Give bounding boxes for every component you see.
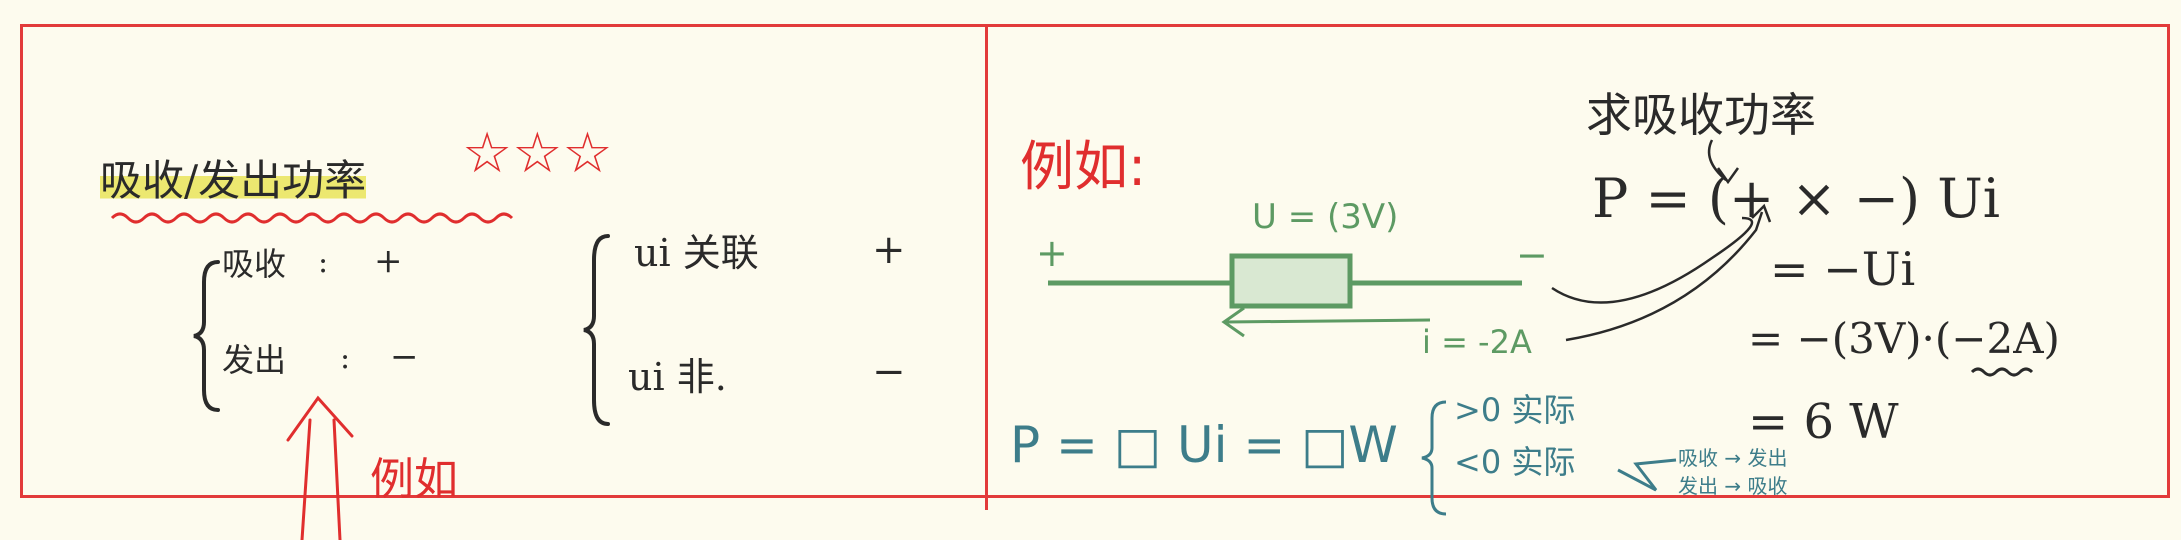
assoc-sign: +	[872, 227, 906, 273]
neg-current-underline	[1970, 367, 2034, 377]
plus-terminal: +	[1036, 231, 1068, 275]
question-label: 求吸收功率	[1586, 88, 1816, 142]
absorb-sign: +	[374, 241, 403, 281]
emit-colon: :	[340, 341, 351, 376]
power-formula: P = □ Ui = □W	[1010, 416, 1398, 474]
mapping-line-2: 发出 → 吸收	[1678, 474, 1788, 498]
nonassoc-label: ui 非.	[628, 355, 727, 399]
mapping-arrow	[1617, 458, 1677, 492]
voltage-label: U = (3V)	[1252, 197, 1399, 237]
left-example-label: 例如	[370, 454, 458, 505]
current-arrow	[1221, 306, 1431, 338]
question-arrow	[1707, 139, 1740, 185]
brace-sign-cases	[1421, 400, 1447, 516]
heading-power: 吸收/发出功率	[100, 156, 367, 205]
minus-terminal: −	[1516, 233, 1548, 277]
nonassoc-sign: −	[872, 349, 906, 395]
importance-stars: ☆☆☆	[462, 121, 613, 186]
case-positive: >0 实际	[1454, 391, 1576, 429]
absorb-label: 吸收	[222, 245, 287, 283]
heading-wavy-underline	[110, 212, 514, 224]
assoc-label: ui 关联	[634, 231, 759, 275]
resistor	[1229, 253, 1353, 309]
calc-step-3: = −(3V)·(−2A)	[1748, 314, 2060, 363]
emit-sign: −	[390, 337, 419, 377]
emit-label: 发出	[222, 341, 287, 379]
panel-divider	[985, 24, 988, 510]
right-example-label: 例如:	[1020, 135, 1147, 198]
calc-step-2: = −Ui	[1770, 242, 1916, 296]
brace-absorb-emit	[193, 260, 220, 412]
absorb-colon: :	[318, 245, 329, 280]
curve-arrow-plus	[1551, 216, 1754, 304]
case-negative: <0 实际	[1454, 443, 1576, 481]
calc-step-4: = 6 W	[1748, 394, 1899, 450]
calc-step-1: P = (+ × −) Ui	[1592, 167, 2001, 230]
curve-arrow-minus	[1565, 203, 1772, 342]
brace-assoc	[583, 234, 610, 426]
note-frame	[20, 24, 2170, 498]
mapping-line-1: 吸收 → 发出	[1678, 446, 1788, 470]
current-label: i = -2A	[1422, 323, 1532, 361]
red-double-arrow	[286, 395, 354, 540]
